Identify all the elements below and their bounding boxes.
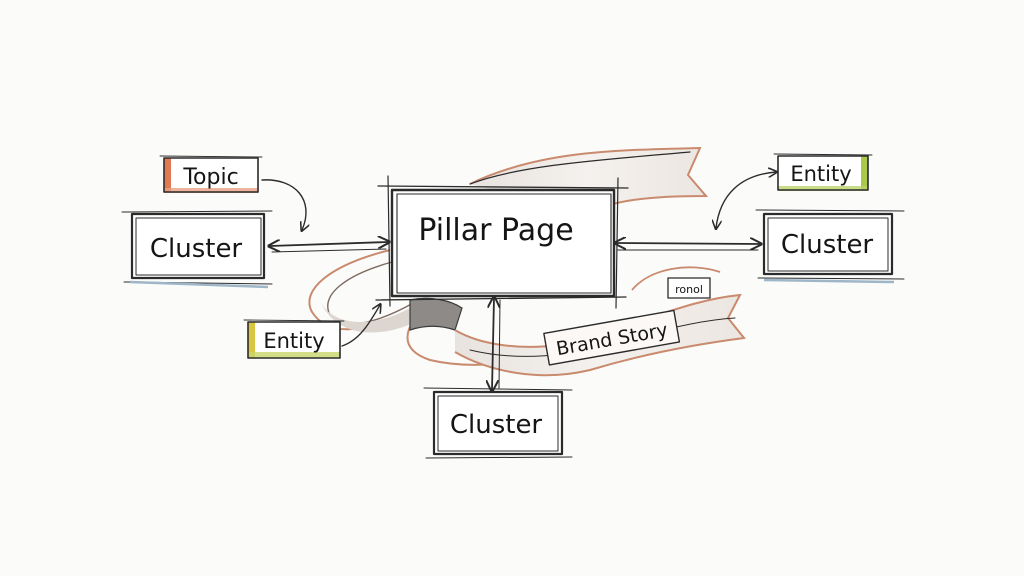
pillar-page-node: Pillar Page <box>375 175 629 309</box>
cluster-bottom-label: Cluster <box>450 410 543 440</box>
cluster-bottom-node: Cluster <box>423 387 573 459</box>
connectors <box>261 172 776 390</box>
cluster-left-label: Cluster <box>150 234 243 264</box>
topic-tag: Topic <box>159 155 263 193</box>
small-ribbon-tag-label: ronol <box>675 283 703 296</box>
cluster-left-node: Cluster <box>121 210 273 289</box>
entity-tag-top-right: Entity <box>773 153 873 191</box>
entity-tag-top-right-label: Entity <box>790 162 851 186</box>
entity-tag-left: Entity <box>243 319 345 359</box>
cluster-right-label: Cluster <box>781 230 874 260</box>
pillar-page-label: Pillar Page <box>418 213 573 248</box>
entity-tag-left-label: Entity <box>263 329 324 353</box>
small-ribbon-tag: ronol <box>667 277 711 299</box>
cluster-right-node: Cluster <box>755 209 905 284</box>
topic-tag-label: Topic <box>182 165 238 190</box>
